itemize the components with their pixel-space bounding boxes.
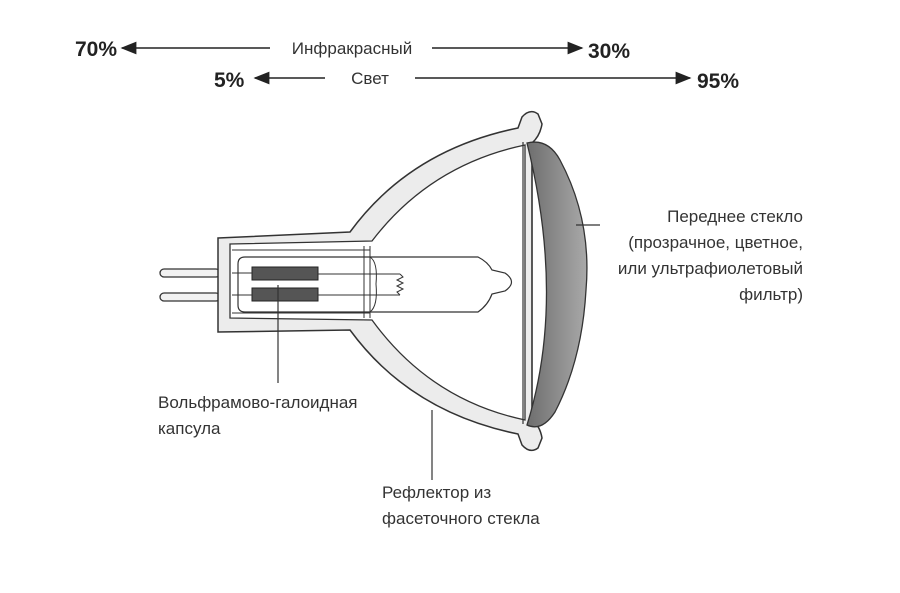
infrared-front-percent: 30% — [588, 40, 630, 63]
reflector-label-line: фасеточного стекла — [382, 509, 540, 528]
reflector-label-line: Рефлектор из — [382, 483, 491, 502]
infrared-label: Инфракрасный — [292, 39, 412, 58]
front-glass-label-line: фильтр) — [739, 285, 803, 304]
light-front-percent: 95% — [697, 70, 739, 93]
capsule-label-line: Вольфрамово-галоидная — [158, 393, 358, 412]
front-glass-label-line: (прозрачное, цветное, — [628, 233, 803, 252]
capsule-label-line: капсула — [158, 419, 221, 438]
front-glass — [526, 141, 588, 428]
filament-coil — [395, 273, 405, 296]
light-back-percent: 5% — [214, 69, 245, 92]
capsule-label: Вольфрамово-галоидная капсула — [158, 393, 358, 438]
electrode-top — [251, 266, 319, 281]
light-label: Свет — [351, 69, 389, 88]
lamp-pins — [159, 268, 221, 302]
electrode-bottom — [251, 287, 319, 302]
front-glass-label-line: Переднее стекло — [667, 207, 803, 226]
reflector-inner — [229, 144, 526, 421]
front-glass-label-line: или ультрафиолетовый — [618, 259, 803, 278]
front-glass-label: Переднее стекло (прозрачное, цветное, ил… — [618, 207, 803, 304]
reflector-label: Рефлектор из фасеточного стекла — [382, 483, 540, 528]
infrared-back-percent: 70% — [75, 38, 117, 61]
halogen-capsule — [232, 246, 513, 318]
